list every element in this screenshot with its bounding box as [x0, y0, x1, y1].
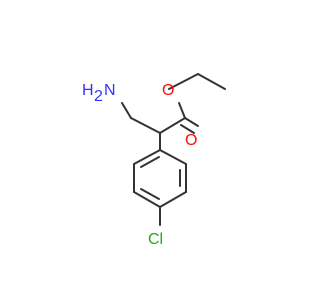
- bond-ch2-ch3: [197, 73, 226, 90]
- atom-labels: H 2 N O O Cl: [82, 82, 197, 248]
- chemical-structure: H 2 N O O Cl: [82, 73, 226, 248]
- amine-h-subscript: 2: [94, 88, 103, 105]
- bond-ring-4: [159, 191, 187, 208]
- bonds: [121, 73, 226, 226]
- amine-n-label: N: [104, 82, 116, 99]
- amine-h-label: H: [82, 82, 94, 99]
- bond-n-ch2: [121, 102, 132, 119]
- bond-carbonyl-double-1: [184, 117, 199, 127]
- chlorine-label: Cl: [148, 231, 163, 248]
- bond-o-ch2: [168, 73, 199, 90]
- bond-ch2-ch: [130, 117, 161, 134]
- carbonyl-oxygen-label: O: [185, 132, 197, 149]
- bond-ring-6: [159, 149, 187, 165]
- bond-carbonyl-double-2: [180, 124, 195, 134]
- aromatic-inner-bond-1: [140, 156, 160, 168]
- bond-ring-3: [133, 191, 161, 208]
- bond-ch-carbonyl: [159, 117, 186, 134]
- ester-oxygen-label: O: [162, 82, 174, 99]
- bond-carbonyl-o-single: [178, 102, 186, 119]
- bond-ring-1: [133, 149, 161, 165]
- aromatic-inner-bond-2: [140, 188, 160, 200]
